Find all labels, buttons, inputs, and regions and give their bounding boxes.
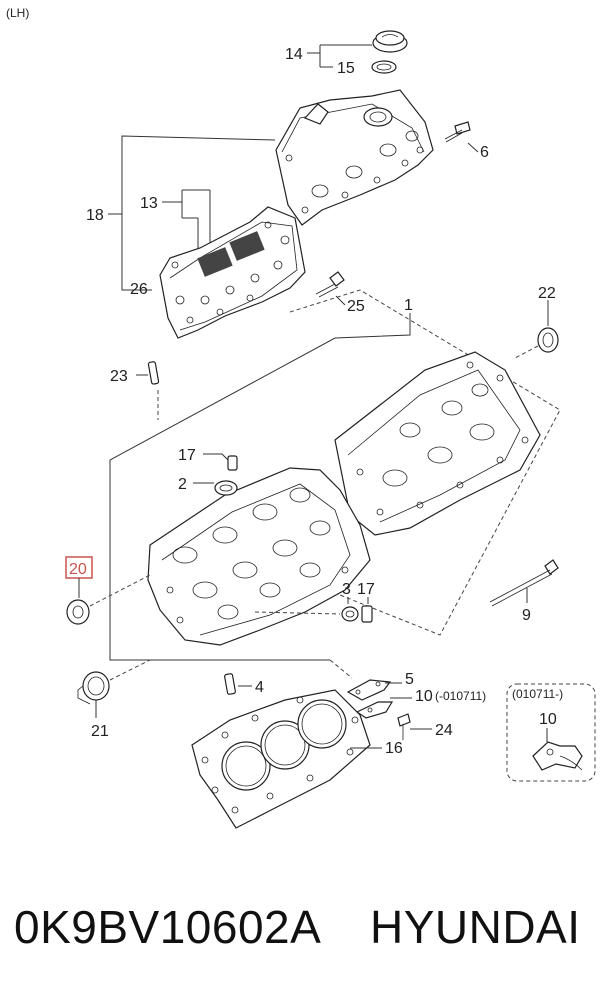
callout-17-lower: 17 xyxy=(357,581,375,598)
cylinder-head-upper[interactable] xyxy=(334,351,541,536)
callout-10-note: (-010711) xyxy=(435,689,486,703)
callout-18: 18 xyxy=(86,207,104,224)
callout-13: 13 xyxy=(140,195,158,212)
callout-9: 9 xyxy=(522,607,531,624)
side-label: (LH) xyxy=(6,6,29,20)
part-code: 0K9BV10602A xyxy=(14,901,322,953)
inset-callout-10: 10 xyxy=(539,711,557,728)
callout-14: 14 xyxy=(285,46,303,63)
oil-filler-cap[interactable] xyxy=(372,30,408,53)
dowel-pin-17-lower[interactable] xyxy=(361,605,373,623)
inset-title: (010711-) xyxy=(512,687,563,701)
seal-ring-3[interactable] xyxy=(341,606,359,622)
callout-21: 21 xyxy=(91,723,109,740)
callout-2: 2 xyxy=(178,476,187,493)
callout-20[interactable]: 20 xyxy=(69,561,87,578)
callout-25: 25 xyxy=(347,298,365,315)
dowel-pin-23[interactable] xyxy=(147,361,160,385)
inset-box xyxy=(506,683,596,782)
callout-17-upper: 17 xyxy=(178,447,196,464)
callout-1: 1 xyxy=(404,297,413,314)
camshaft-seal-right[interactable] xyxy=(537,327,559,353)
callout-16: 16 xyxy=(385,740,403,757)
cylinder-head-bolt[interactable] xyxy=(489,559,559,607)
dowel-pin-17-upper[interactable] xyxy=(227,455,238,471)
bracket-10[interactable] xyxy=(355,701,394,719)
callout-5: 5 xyxy=(405,671,414,688)
callout-26: 26 xyxy=(130,281,148,298)
callout-23: 23 xyxy=(110,368,128,385)
cylinder-head-cover[interactable] xyxy=(275,89,434,226)
inset-bracket-10[interactable] xyxy=(532,741,583,771)
callout-3: 3 xyxy=(342,581,351,598)
camshaft-seal-20[interactable] xyxy=(66,599,90,625)
plug-seal-21[interactable] xyxy=(77,671,110,705)
gasket-5[interactable] xyxy=(346,679,392,701)
cylinder-head-cover-gasket[interactable] xyxy=(159,206,306,339)
brand-name: HYUNDAI xyxy=(370,901,581,953)
callout-22: 22 xyxy=(538,285,556,302)
gasket-bolt[interactable] xyxy=(315,271,345,298)
dowel-pin-4[interactable] xyxy=(224,673,236,695)
callout-6: 6 xyxy=(480,144,489,161)
oil-filler-seal[interactable] xyxy=(371,60,397,74)
callout-10: 10 xyxy=(415,688,433,705)
cylinder-head-gasket[interactable] xyxy=(191,689,371,829)
callout-4: 4 xyxy=(255,679,264,696)
callout-15: 15 xyxy=(337,60,355,77)
seal-ring-2[interactable] xyxy=(214,480,238,496)
bolt-24[interactable] xyxy=(397,713,411,740)
cover-bolt[interactable] xyxy=(444,121,471,143)
cylinder-head-lower[interactable] xyxy=(147,467,371,646)
callout-24: 24 xyxy=(435,722,453,739)
